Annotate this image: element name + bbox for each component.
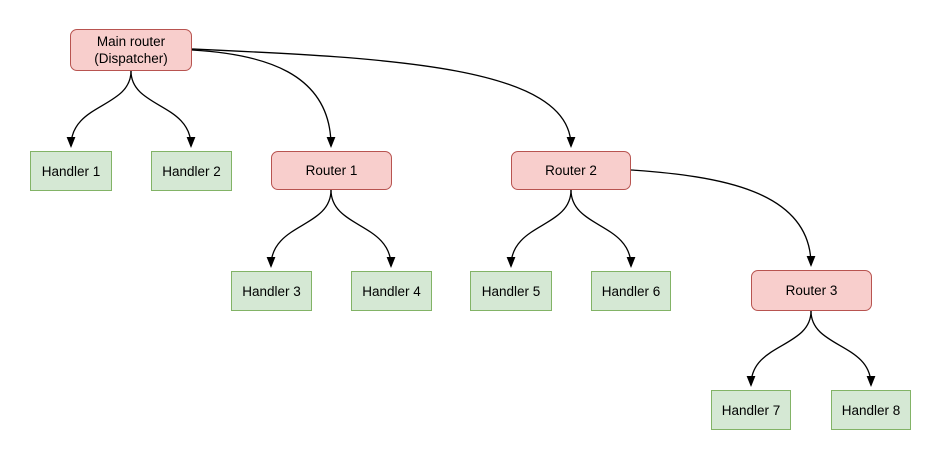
edge-router-3-to-handler-8 bbox=[810, 310, 876, 387]
node-handler-8: Handler 8 bbox=[831, 390, 911, 430]
node-router-3: Router 3 bbox=[751, 270, 872, 311]
edge-main-router-to-router-1 bbox=[191, 49, 336, 148]
node-router-1: Router 1 bbox=[271, 151, 392, 190]
node-label: Handler 8 bbox=[841, 402, 901, 418]
edge-router-2-to-router-3 bbox=[630, 169, 816, 267]
node-main-router: Main router (Dispatcher) bbox=[70, 29, 192, 71]
node-handler-3: Handler 3 bbox=[231, 271, 312, 311]
node-label: Handler 4 bbox=[362, 283, 421, 299]
node-handler-1: Handler 1 bbox=[30, 151, 112, 191]
edge-router-1-to-handler-4 bbox=[330, 189, 396, 268]
node-label: Handler 3 bbox=[242, 283, 301, 299]
node-handler-7: Handler 7 bbox=[711, 390, 791, 430]
node-handler-5: Handler 5 bbox=[470, 271, 552, 311]
node-label: Handler 1 bbox=[41, 163, 101, 179]
node-label: Handler 7 bbox=[721, 402, 781, 418]
node-router-2: Router 2 bbox=[511, 151, 631, 190]
node-label: Handler 5 bbox=[481, 283, 541, 299]
node-label: Router 3 bbox=[785, 283, 838, 298]
node-label-line1: Main router bbox=[96, 34, 166, 49]
edge-main-router-to-router-2 bbox=[191, 48, 576, 148]
node-label: Handler 2 bbox=[162, 163, 221, 179]
node-label: Handler 6 bbox=[601, 283, 661, 299]
node-handler-2: Handler 2 bbox=[151, 151, 232, 191]
edge-router-1-to-handler-3 bbox=[266, 189, 332, 268]
edge-router-2-to-handler-6 bbox=[570, 189, 636, 268]
node-handler-6: Handler 6 bbox=[591, 271, 671, 311]
node-handler-4: Handler 4 bbox=[351, 271, 432, 311]
node-label: Router 1 bbox=[305, 163, 358, 178]
edge-router-2-to-handler-5 bbox=[506, 189, 572, 268]
node-label: Router 2 bbox=[545, 163, 597, 178]
edge-main-router-to-handler-1 bbox=[66, 70, 132, 148]
node-label-line2: (Dispatcher) bbox=[94, 51, 168, 66]
edge-main-router-to-handler-2 bbox=[130, 70, 196, 148]
edge-router-3-to-handler-7 bbox=[746, 310, 812, 387]
